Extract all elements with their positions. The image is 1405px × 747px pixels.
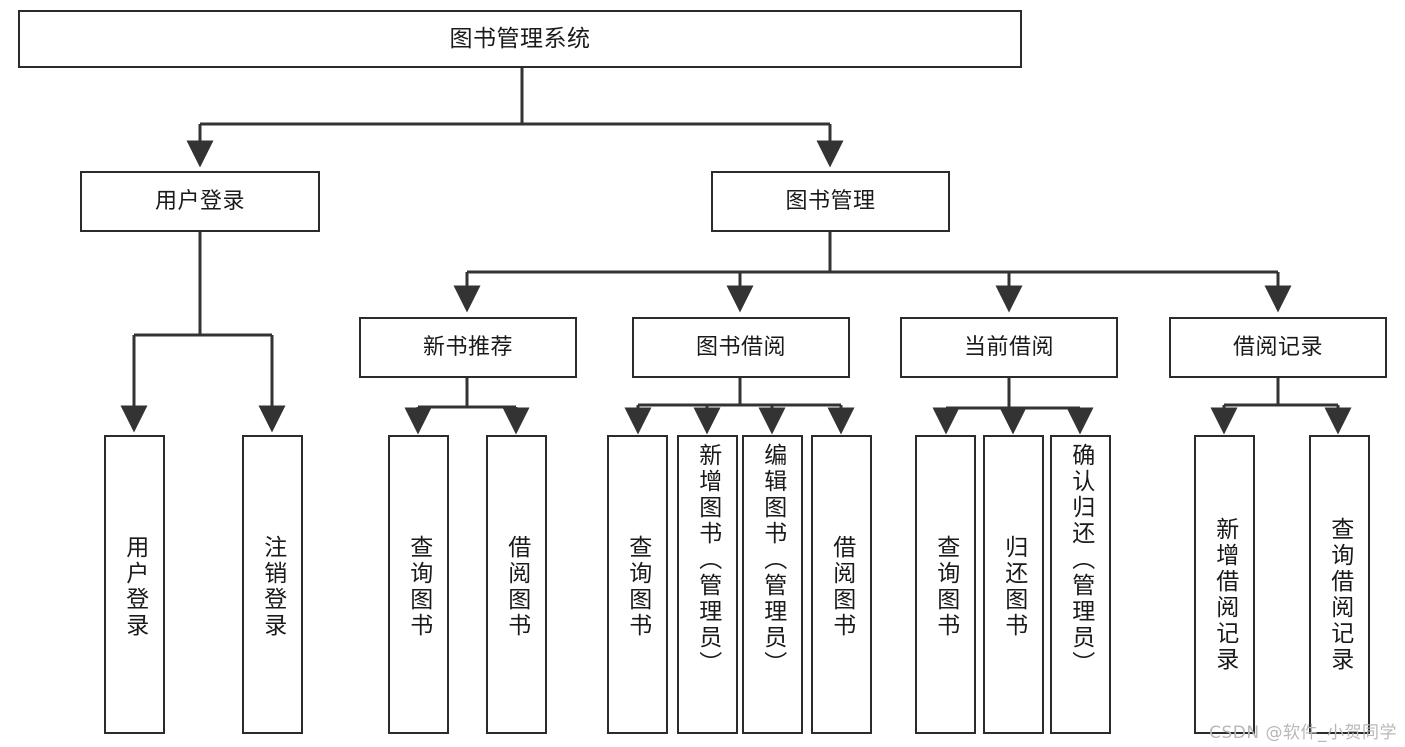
node-label: 查询图书	[932, 535, 959, 639]
leaf-add-book-admin[interactable]: 新增图书（管理员）	[677, 435, 738, 734]
node-label: 查询借阅记录	[1326, 517, 1353, 673]
leaf-add-borrow-record[interactable]: 新增借阅记录	[1194, 435, 1255, 734]
node-book-manage[interactable]: 图书管理	[711, 171, 950, 232]
node-label: 借阅图书	[828, 535, 855, 639]
leaf-query-book-borrow[interactable]: 查询图书	[607, 435, 668, 734]
node-label: 借阅记录	[1232, 334, 1323, 360]
leaf-user-login[interactable]: 用户登录	[104, 435, 165, 734]
node-label: 当前借阅	[963, 334, 1054, 360]
leaf-return-book[interactable]: 归还图书	[983, 435, 1044, 734]
node-root-book-management-system[interactable]: 图书管理系统	[18, 10, 1022, 68]
node-new-book-recommend[interactable]: 新书推荐	[359, 317, 577, 378]
leaf-logout-login[interactable]: 注销登录	[242, 435, 303, 734]
node-label: 归还图书	[1000, 535, 1027, 639]
node-label: 图书管理系统	[449, 25, 591, 52]
node-label: 新增借阅记录	[1211, 517, 1238, 673]
node-label: 用户登录	[154, 188, 245, 214]
leaf-query-borrow-record[interactable]: 查询借阅记录	[1309, 435, 1370, 734]
node-borrow-record[interactable]: 借阅记录	[1169, 317, 1387, 378]
node-label: 新书推荐	[422, 334, 513, 360]
leaf-query-book-current[interactable]: 查询图书	[915, 435, 976, 734]
leaf-edit-book-admin[interactable]: 编辑图书（管理员）	[742, 435, 803, 734]
leaf-query-book-new-rec[interactable]: 查询图书	[388, 435, 449, 734]
leaf-confirm-return-admin[interactable]: 确认归还（管理员）	[1050, 435, 1111, 734]
node-label: 图书管理	[785, 188, 876, 214]
node-label: 查询图书	[624, 535, 651, 639]
node-label: 用户登录	[121, 535, 148, 639]
node-book-borrow[interactable]: 图书借阅	[632, 317, 850, 378]
node-current-borrow[interactable]: 当前借阅	[900, 317, 1118, 378]
node-label: 新增图书（管理员）	[694, 443, 721, 677]
node-label: 确认归还（管理员）	[1067, 443, 1094, 677]
node-label: 编辑图书（管理员）	[759, 443, 786, 677]
node-label: 注销登录	[259, 535, 286, 639]
node-label: 查询图书	[405, 535, 432, 639]
node-user-login[interactable]: 用户登录	[80, 171, 320, 232]
csdn-watermark: CSDN @软件_小贺同学	[1209, 723, 1397, 743]
leaf-borrow-book-borrow[interactable]: 借阅图书	[811, 435, 872, 734]
node-label: 图书借阅	[695, 334, 786, 360]
leaf-borrow-book-new-rec[interactable]: 借阅图书	[486, 435, 547, 734]
node-label: 借阅图书	[503, 535, 530, 639]
